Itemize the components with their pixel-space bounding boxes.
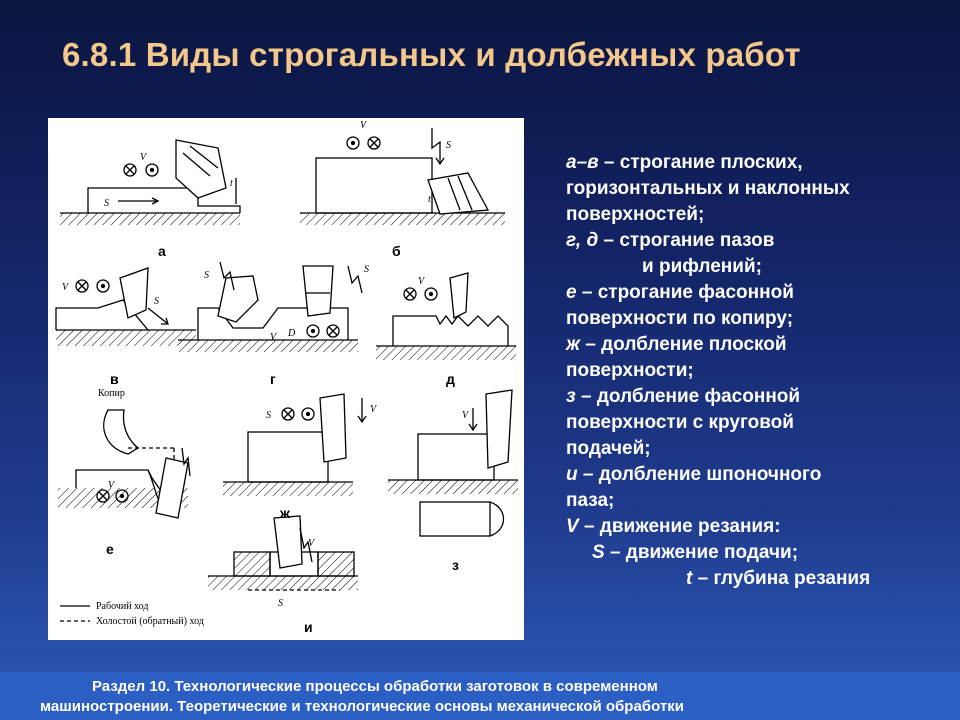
letter-v-zh: V [370, 404, 378, 415]
letter-v-z: V [462, 410, 470, 421]
label-a: а [158, 243, 166, 259]
legend-line: поверхности; [566, 360, 694, 381]
letter-v-d: V [418, 276, 426, 287]
label-z: з [452, 557, 459, 573]
figure-b [300, 128, 505, 225]
legend-line: а–в – строгание плоских, [566, 152, 803, 173]
letter-s-a: S [104, 198, 109, 209]
letter-s-i: S [278, 598, 283, 609]
legend-line: ж – долбление плоской [566, 334, 787, 355]
label-e: е [106, 541, 114, 557]
label-b: б [392, 243, 401, 259]
letter-s-b: S [446, 140, 451, 151]
letter-s-v: S [154, 296, 159, 307]
label-v: в [110, 371, 119, 387]
letter-t-a: t [230, 178, 233, 189]
legend-work-label: Рабочий ход [96, 601, 148, 612]
figure-v [55, 267, 196, 346]
legend-line: поверхности по копиру; [566, 308, 794, 329]
letter-t-b: t [428, 194, 431, 205]
label-g: г [270, 371, 276, 387]
letter-v-v: V [62, 282, 70, 293]
figure-d [376, 272, 516, 360]
legend-line: поверхности с круговой [566, 412, 794, 433]
legend-line: горизонтальных и наклонных [566, 178, 850, 199]
figure-e [58, 409, 191, 519]
figure-i [208, 515, 358, 591]
legend-idle-label: Холостой (обратный) ход [96, 616, 204, 627]
letter-v-e: V [108, 480, 116, 491]
legend-line: паза; [566, 490, 615, 511]
page-title: 6.8.1 Виды строгальных и долбежных работ [62, 36, 801, 73]
footer-line-1: Раздел 10. Технологические процессы обра… [92, 678, 658, 695]
legend-line: t – глубина резания [686, 568, 871, 589]
letter-d-g: D [287, 328, 296, 339]
legend-line: подачей; [566, 438, 651, 459]
legend-line: поверхностей; [566, 204, 705, 225]
letter-s-g2: S [364, 264, 369, 275]
letter-v-b: V [360, 120, 368, 131]
letter-s-zh: S [266, 410, 271, 421]
legend-line: з – долбление фасонной [566, 386, 801, 407]
figure-g [178, 261, 363, 352]
label-d: д [446, 371, 455, 387]
diagram-svg: а б в г д е ж з и V S t V S t V S S V D … [55, 120, 518, 635]
label-i: и [304, 619, 313, 635]
legend-line: V – движение резания: [566, 516, 781, 537]
legend-line: и – долбление шпоночного [566, 464, 822, 485]
letter-s-g: S [204, 270, 209, 281]
legend-line: г, д – строгание пазов [566, 230, 775, 251]
footer-bar: Раздел 10. Технологические процессы обра… [0, 672, 960, 720]
legend-line: и рифлений; [642, 256, 762, 277]
legend-text: а–в – строгание плоских, горизонтальных … [566, 150, 936, 592]
letter-v-a: V [140, 152, 148, 163]
label-zh: ж [279, 505, 291, 521]
figure-a [60, 139, 241, 225]
letter-v-g: V [270, 332, 278, 343]
figure-z [388, 389, 518, 537]
figure-zh [223, 393, 367, 496]
machining-diagram: а б в г д е ж з и V S t V S t V S S V D … [48, 118, 524, 640]
footer-line-2: машиностроении. Теоретические и технолог… [40, 698, 684, 715]
legend-line: S – движение подачи; [592, 542, 799, 563]
legend-line: е – строгание фасонной [566, 282, 794, 303]
letter-v-i: V [308, 538, 316, 549]
kopir-label: Копир [98, 388, 125, 399]
